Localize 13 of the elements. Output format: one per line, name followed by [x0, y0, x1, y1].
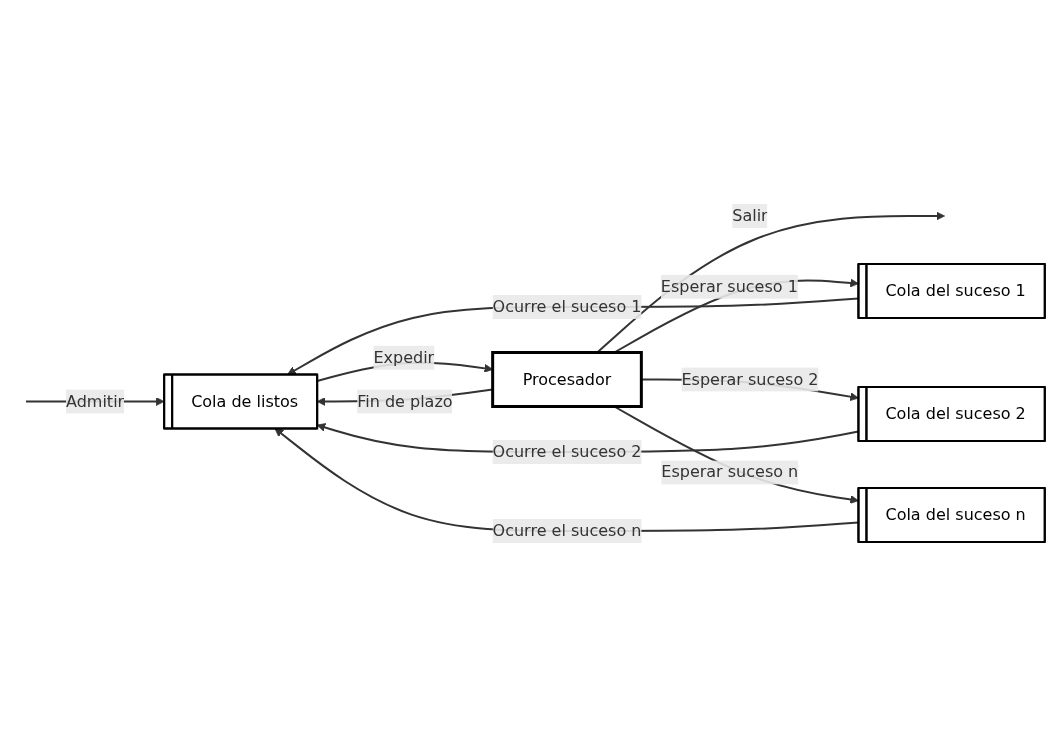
edge-label: Ocurre el suceso n	[492, 521, 642, 540]
edge-label: Fin de plazo	[356, 391, 453, 411]
edge-label: Esperar suceso 1	[660, 276, 798, 296]
edge-label: Ocurre el suceso 2	[492, 442, 642, 461]
edge-label: Esperar suceso n	[660, 462, 798, 482]
edge-label: Esperar suceso 2	[681, 369, 819, 389]
edge-label: Admitir	[65, 391, 124, 411]
edge-label: Expedir	[373, 347, 434, 367]
edge-label: Salir	[731, 206, 768, 225]
node-box: Procesador	[490, 351, 643, 408]
arrow	[286, 297, 860, 375]
edge-label: Ocurre el suceso 1	[492, 297, 642, 316]
arrow	[274, 428, 860, 532]
